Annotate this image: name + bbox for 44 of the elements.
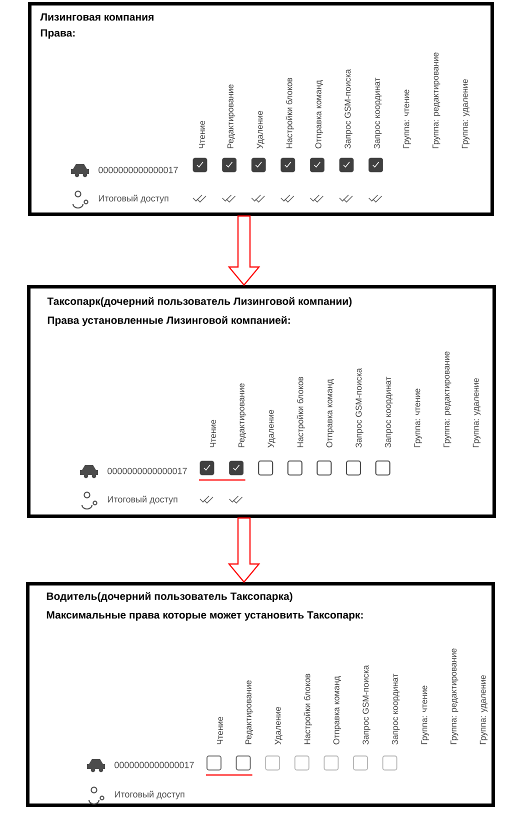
column-header: Группа: чтение [414,388,422,448]
column-header: Удаление [256,110,264,149]
panel-subtitle: Права установленные Лизинговой компанией: [48,316,290,326]
column-header: Отправка команд [326,379,334,448]
block-arrow [228,517,260,583]
column-header: Отправка команд [315,80,324,148]
column-header: Группа: удаление [472,378,480,448]
column-header: Удаление [274,706,282,745]
column-header: Запрос GSM-поиска [344,69,352,149]
panel-subtitle: Максимальные права которые может установить Таксопарк: [46,611,363,621]
column-header: Настройки блоков [286,78,294,148]
column-header: Настройки блоков [304,674,312,744]
column-header: Редактирование [238,383,246,448]
column-header: Запрос GSM-поиска [356,368,364,448]
panel-title: Водитель(дочерний пользователь Таксопарка) [46,592,292,602]
total-access-label: Итоговый доступ [98,194,168,204]
column-header: Отправка команд [333,676,342,744]
total-access-label: Итоговый доступ [108,496,178,504]
total-access-label: Итоговый доступ [114,790,184,800]
vehicle-id: 0000000000000017 [108,468,187,474]
panel-subtitle: Права: [40,29,75,39]
column-header: Запрос GSM-поиска [362,665,370,745]
column-header: Настройки блоков [296,376,305,448]
vehicle-id: 0000000000000017 [114,762,194,768]
column-header: Группа: редактирование [450,648,458,744]
column-header: Группа: редактирование [444,352,452,448]
vehicle-id: 0000000000000017 [98,166,178,174]
column-header: Редактирование [246,680,254,744]
column-header: Чтение [199,120,205,148]
column-header: Чтение [217,716,223,744]
panel-title: Лизинговая компания [40,13,154,21]
column-header: Группа: редактирование [432,52,440,148]
column-header: Удаление [268,410,276,448]
column-header: Группа: чтение [421,686,429,744]
column-header: Запрос координат [374,78,382,149]
block-arrow [228,215,260,286]
column-header: Чтение [210,420,216,448]
column-header: Запрос координат [392,674,400,745]
column-header: Группа: чтение [403,90,411,148]
panel-title: Таксопарк(дочерний пользователь Лизинговой компании) [47,297,352,307]
column-header: Группа: удаление [462,79,470,148]
column-header: Запрос координат [384,376,393,448]
column-header: Редактирование [228,84,236,148]
column-header: Группа: удаление [480,675,488,744]
